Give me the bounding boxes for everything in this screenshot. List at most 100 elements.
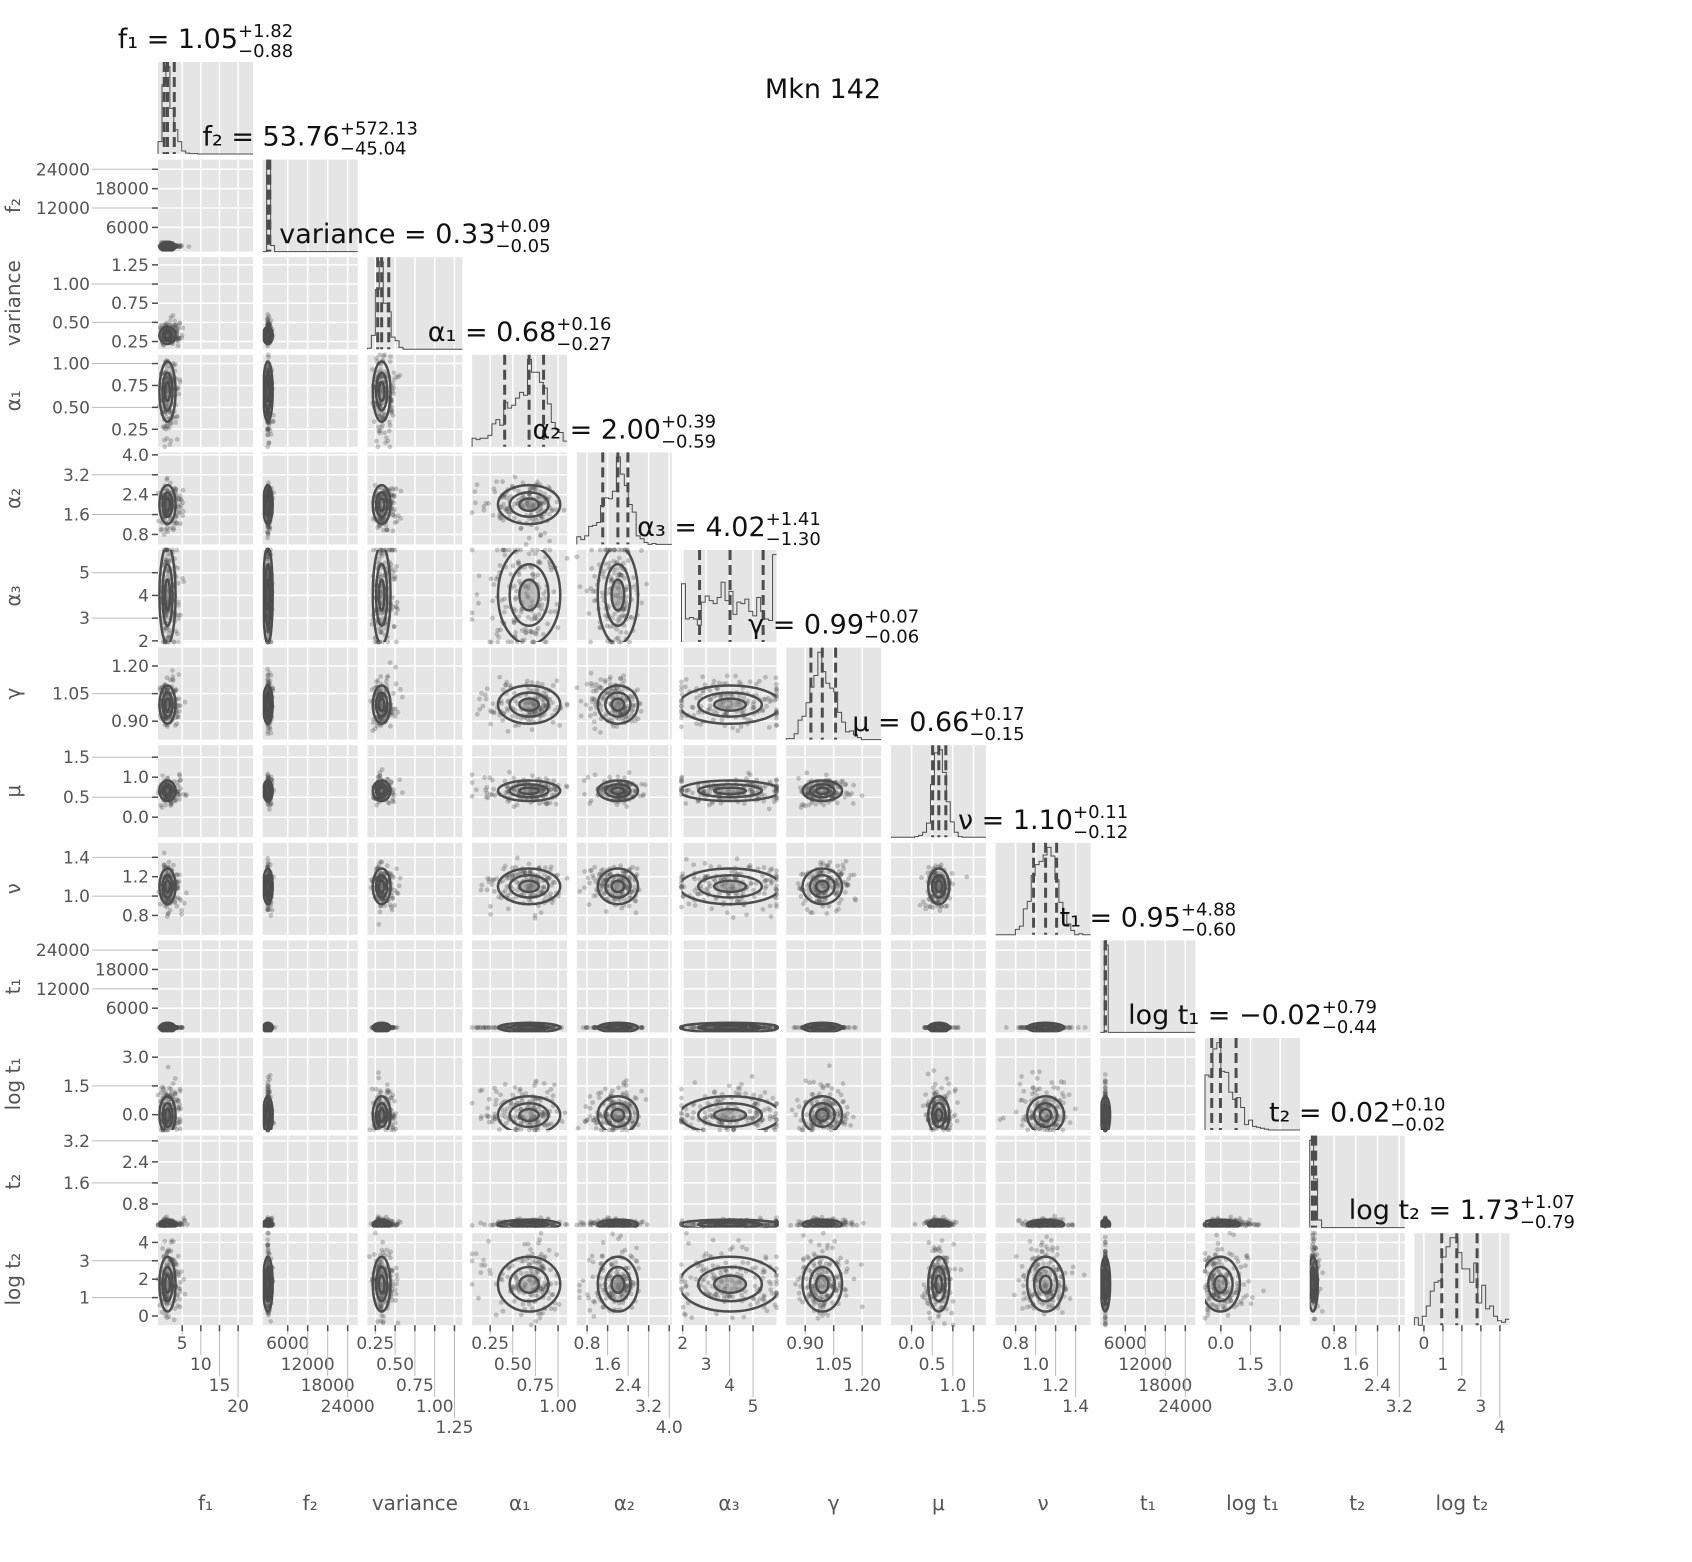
sample-point: [639, 548, 644, 553]
scatter-panel: [574, 547, 672, 645]
sample-point: [747, 772, 753, 778]
sample-point: [182, 699, 188, 705]
sample-point: [823, 772, 829, 778]
sample-point: [584, 681, 590, 687]
sample-point: [523, 542, 529, 547]
sample-point: [617, 571, 622, 577]
sample-point: [542, 530, 548, 536]
sample-point: [488, 576, 494, 582]
sample-point: [176, 497, 182, 503]
sample-point: [387, 660, 393, 665]
sample-point: [167, 442, 173, 448]
sample-point: [177, 320, 183, 326]
sample-point: [547, 538, 553, 544]
sample-point: [588, 680, 594, 686]
title-upper-error: +1.82: [238, 21, 293, 42]
sample-point: [175, 639, 181, 645]
sample-point: [178, 777, 183, 783]
sample-point: [707, 697, 713, 703]
sample-point: [400, 790, 405, 795]
sample-point: [174, 631, 180, 637]
sample-point: [482, 775, 487, 781]
sample-point: [497, 563, 503, 568]
sample-point: [592, 573, 598, 579]
sample-point: [774, 722, 779, 728]
sample-point: [474, 711, 480, 717]
sample-point: [379, 422, 385, 428]
sample-point: [173, 419, 179, 425]
sample-point: [512, 723, 518, 729]
sample-point: [385, 527, 390, 533]
title-main: f₁ = 1.05: [118, 24, 238, 55]
sample-point: [491, 786, 497, 792]
sample-point: [160, 773, 166, 779]
sample-point: [175, 565, 181, 571]
sample-point: [730, 725, 736, 731]
sample-point: [592, 772, 598, 778]
sample-point: [389, 547, 395, 553]
sample-point: [694, 695, 699, 701]
sample-point: [581, 778, 587, 783]
panel-background: [158, 159, 253, 252]
sample-point: [641, 792, 646, 797]
sample-point: [615, 635, 621, 641]
sample-point: [391, 370, 397, 376]
scatter-panel: [367, 647, 463, 740]
sample-point: [529, 680, 535, 685]
scatter-panel: [262, 452, 358, 545]
scatter-panel: [157, 647, 253, 740]
scatter-panel: [262, 257, 358, 350]
sample-point: [587, 801, 592, 806]
sample-point: [391, 377, 397, 383]
sample-point: [265, 728, 271, 734]
sample-point: [175, 244, 181, 250]
sample-point: [679, 778, 684, 784]
sample-point: [601, 574, 607, 580]
sample-point: [176, 336, 182, 341]
title-upper-error: +0.09: [495, 216, 550, 237]
sample-point: [513, 597, 518, 602]
sample-point: [173, 322, 179, 328]
sample-point: [391, 691, 396, 696]
title-lower-error: −0.06: [864, 627, 919, 648]
sample-point: [381, 353, 386, 359]
sample-point: [168, 438, 174, 443]
sample-point: [473, 500, 478, 506]
sample-point: [170, 668, 175, 673]
sample-point: [629, 615, 634, 620]
sample-point: [507, 511, 512, 517]
sample-point: [530, 547, 535, 553]
sample-point: [469, 547, 475, 553]
sample-point: [391, 500, 397, 506]
sample-point: [481, 504, 487, 509]
sample-point: [597, 729, 603, 735]
contour-group: [158, 240, 177, 252]
sample-point: [505, 639, 511, 645]
sample-point: [176, 336, 182, 341]
sample-point: [585, 774, 591, 780]
sample-point: [584, 588, 590, 594]
contour-group: [262, 325, 274, 346]
sample-point: [535, 560, 541, 565]
sample-point: [490, 512, 496, 518]
sample-point: [266, 440, 272, 446]
sample-point: [747, 679, 753, 685]
sample-point: [469, 610, 475, 616]
sample-point: [506, 547, 512, 553]
sample-point: [630, 707, 636, 713]
scatter-panel: [262, 745, 358, 838]
sample-point: [266, 807, 272, 812]
sample-point: [679, 703, 684, 709]
sample-point: [178, 243, 183, 248]
sample-point: [618, 629, 624, 635]
sample-point: [392, 568, 398, 573]
sample-point: [813, 801, 819, 807]
sample-point: [178, 786, 184, 792]
sample-point: [180, 325, 186, 331]
sample-point: [592, 711, 598, 717]
sample-point: [679, 683, 684, 689]
sample-point: [621, 775, 627, 781]
sample-point: [174, 413, 180, 419]
sample-point: [266, 354, 271, 360]
sample-point: [597, 547, 603, 553]
